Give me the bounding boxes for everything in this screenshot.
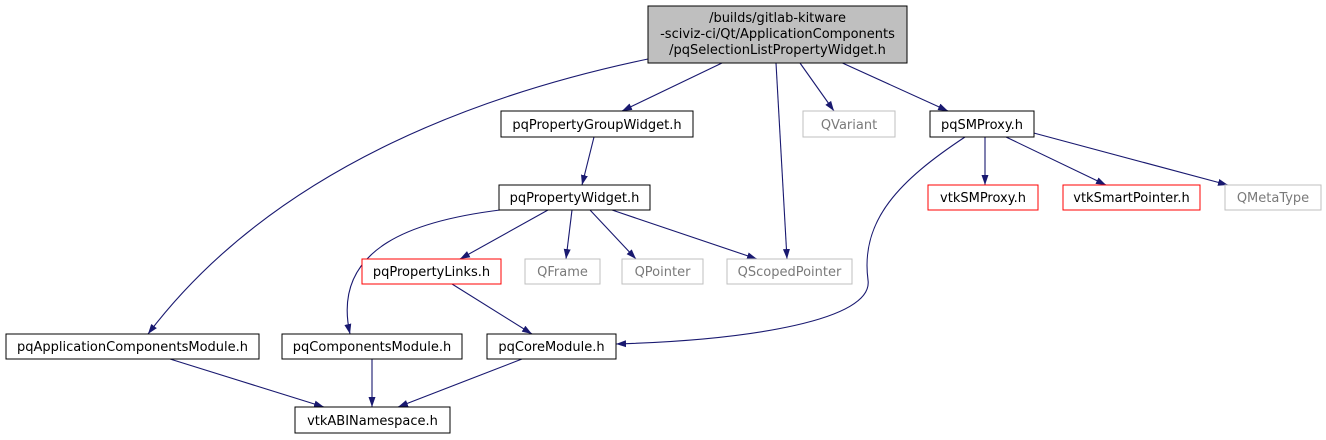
node-qvariant-label: QVariant (821, 118, 877, 133)
node-pqcoremodule[interactable]: pqCoreModule.h (486, 333, 617, 360)
node-pqpropertywidget-label: pqPropertyWidget.h (510, 191, 640, 206)
edge-propertywidget-to-componentsmodule (344, 209, 501, 335)
node-qvariant: QVariant (802, 110, 896, 138)
edge-root-to-pqsmproxy (837, 60, 949, 112)
node-pqsmproxy-label: pqSMProxy.h (941, 118, 1023, 133)
edge-pqsmproxy-to-pqcoremodule (615, 136, 966, 348)
node-qscopedpointer-label: QScopedPointer (738, 265, 842, 280)
node-qscopedpointer: QScopedPointer (726, 258, 853, 285)
node-pqcoremodule-label: pqCoreModule.h (498, 340, 604, 355)
root-header-line-1: /builds/gitlab-kitware (709, 11, 846, 26)
node-vtksmproxy[interactable]: vtkSMProxy.h (927, 184, 1039, 211)
edge-pqsmproxy-to-vtksmartpointer (1005, 136, 1107, 186)
node-pqpropertylinks[interactable]: pqPropertyLinks.h (361, 258, 502, 285)
node-qframe-label: QFrame (537, 265, 588, 280)
edge-root-to-appcomponentsmodule (147, 58, 649, 335)
node-pqapplicationcomponentsmodule-label: pqApplicationComponentsModule.h (17, 340, 248, 355)
node-pqpropertylinks-label: pqPropertyLinks.h (373, 265, 490, 280)
edge-propertywidget-to-propertylinks (459, 209, 549, 260)
node-pqpropertygroupwidget[interactable]: pqPropertyGroupWidget.h (500, 110, 694, 138)
node-qpointer-label: QPointer (635, 265, 692, 280)
node-pqsmproxy[interactable]: pqSMProxy.h (929, 110, 1035, 138)
node-pqapplicationcomponentsmodule[interactable]: pqApplicationComponentsModule.h (5, 333, 260, 360)
edge-root-to-propertygroupwidget (621, 62, 723, 112)
node-vtksmartpointer-label: vtkSmartPointer.h (1073, 191, 1189, 206)
edge-propertywidget-to-qframe (563, 209, 573, 260)
root-header-line-2: -sciviz-ci/Qt/ApplicationComponents (660, 27, 895, 42)
node-vtksmartpointer[interactable]: vtkSmartPointer.h (1062, 184, 1201, 211)
node-root-header[interactable]: /builds/gitlab-kitware -sciviz-ci/Qt/App… (647, 5, 908, 64)
node-qframe: QFrame (524, 258, 601, 285)
node-qmetatype-label: QMetaType (1237, 191, 1309, 206)
root-header-line-3: /pqSelectionListPropertyWidget.h (669, 43, 886, 58)
edge-appcomponentsmodule-to-vtkabinamespace (169, 358, 325, 408)
edge-root-to-qscopedpointer (775, 62, 790, 260)
edge-propertywidget-to-qscopedpointer (611, 209, 758, 260)
node-pqpropertywidget[interactable]: pqPropertyWidget.h (498, 184, 651, 211)
edge-propertygroupwidget-to-propertywidget (581, 136, 595, 186)
node-pqcomponentsmodule[interactable]: pqComponentsModule.h (281, 333, 463, 360)
edge-propertylinks-to-pqcoremodule (451, 283, 533, 335)
edge-root-to-qvariant (799, 62, 835, 112)
node-qmetatype: QMetaType (1224, 184, 1322, 211)
edge-pqsmproxy-to-qmetatype (1029, 131, 1229, 186)
node-vtkabinamespace-label: vtkABINamespace.h (307, 414, 438, 429)
edge-propertywidget-to-qpointer (589, 209, 637, 260)
node-vtksmproxy-label: vtkSMProxy.h (940, 191, 1026, 206)
node-pqcomponentsmodule-label: pqComponentsModule.h (293, 340, 451, 355)
edge-pqcoremodule-to-vtkabinamespace (397, 358, 523, 408)
node-qpointer: QPointer (621, 258, 704, 285)
node-pqpropertygroupwidget-label: pqPropertyGroupWidget.h (512, 118, 681, 133)
node-vtkabinamespace[interactable]: vtkABINamespace.h (294, 406, 451, 434)
